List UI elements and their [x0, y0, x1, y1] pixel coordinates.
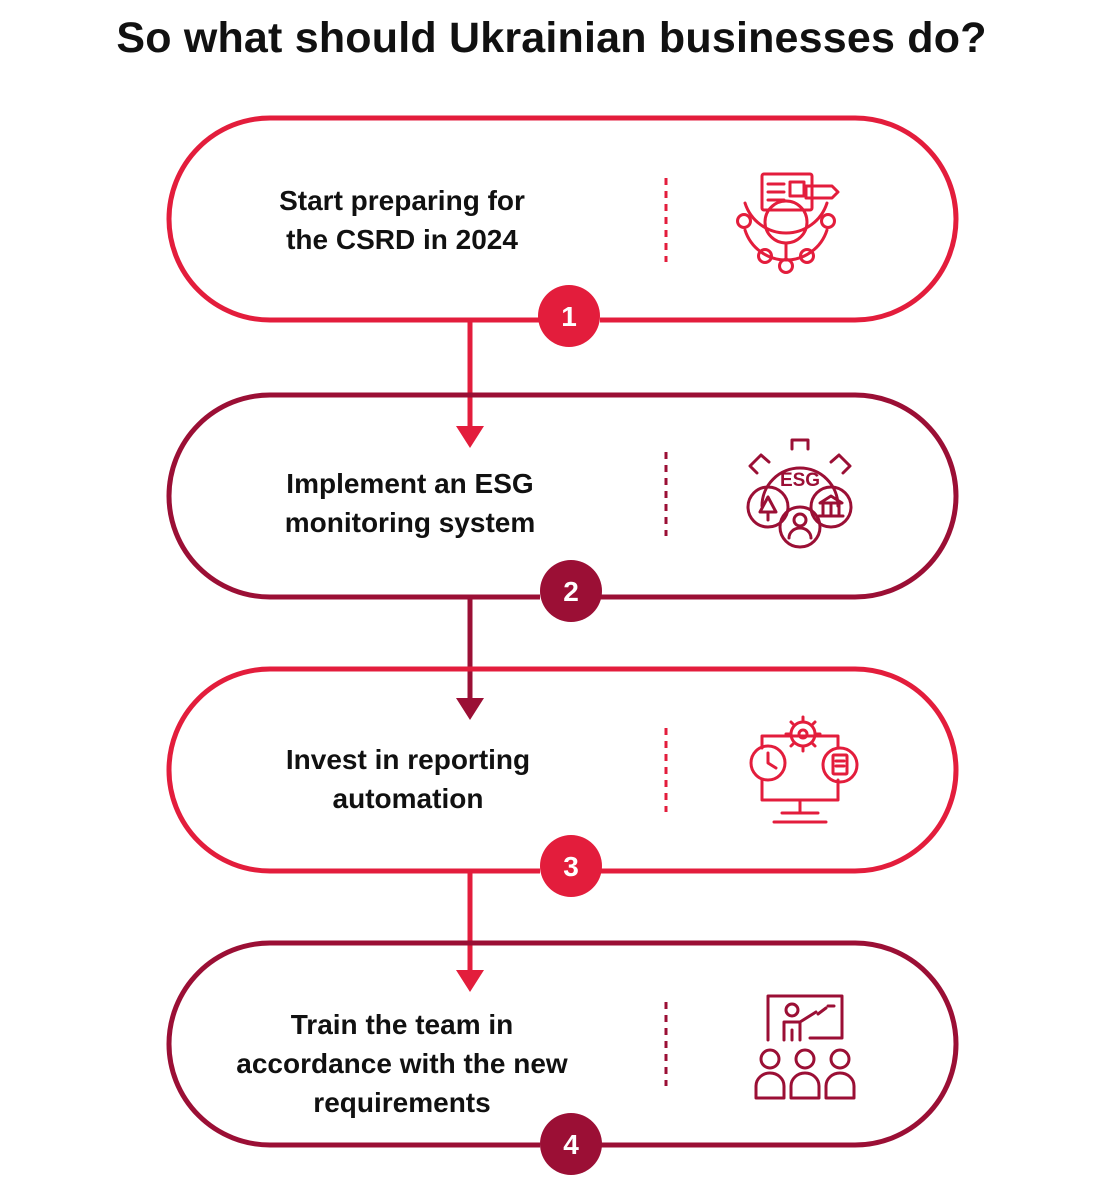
step-1-line-2: the CSRD in 2024 [286, 224, 518, 255]
step-3-outline [166, 666, 959, 874]
step-1-text: Start preparing for the CSRD in 2024 [222, 181, 582, 259]
step-3-number: 3 [563, 851, 579, 882]
step-4-line-3: requirements [313, 1087, 491, 1118]
step-1-line-1: Start preparing for [279, 185, 525, 216]
esg-gear-icon [746, 438, 853, 549]
step-2-number: 2 [563, 576, 579, 607]
step-3-line-2: automation [332, 783, 484, 814]
connector-3-4 [456, 868, 540, 992]
connector-1-2 [456, 320, 484, 448]
step-4-outline [166, 940, 959, 1148]
step-4-line-1: Train the team in [290, 1009, 514, 1040]
step-1-outline [166, 115, 959, 323]
step-2-line-1: Implement an ESG [286, 468, 534, 499]
esg-icon-label: ESG [780, 470, 820, 491]
step-1-badge [538, 285, 600, 347]
step-4-text: Train the team in accordance with the ne… [232, 1005, 572, 1122]
step-2: ESG [166, 392, 959, 622]
step-2-line-2: monitoring system [284, 507, 536, 538]
step-3 [166, 666, 959, 897]
step-3-line-1: Invest in reporting [285, 744, 531, 775]
step-2-outline [166, 392, 959, 600]
csrd-report-icon [736, 172, 840, 274]
step-4-badge [540, 1113, 602, 1175]
step-4-line-2: accordance with the new [236, 1048, 568, 1079]
step-1 [166, 115, 959, 347]
step-4-number: 4 [563, 1129, 579, 1160]
connector-2-3 [456, 594, 540, 720]
step-1-number: 1 [561, 301, 577, 332]
step-4 [166, 940, 959, 1175]
automation-monitor-icon [749, 715, 859, 824]
team-training-icon [754, 994, 856, 1100]
step-3-text: Invest in reporting automation [228, 740, 588, 818]
step-2-text: Implement an ESG monitoring system [230, 464, 590, 542]
step-2-badge [540, 560, 602, 622]
step-3-badge [540, 835, 602, 897]
page-title: So what should Ukrainian businesses do? [116, 14, 987, 62]
